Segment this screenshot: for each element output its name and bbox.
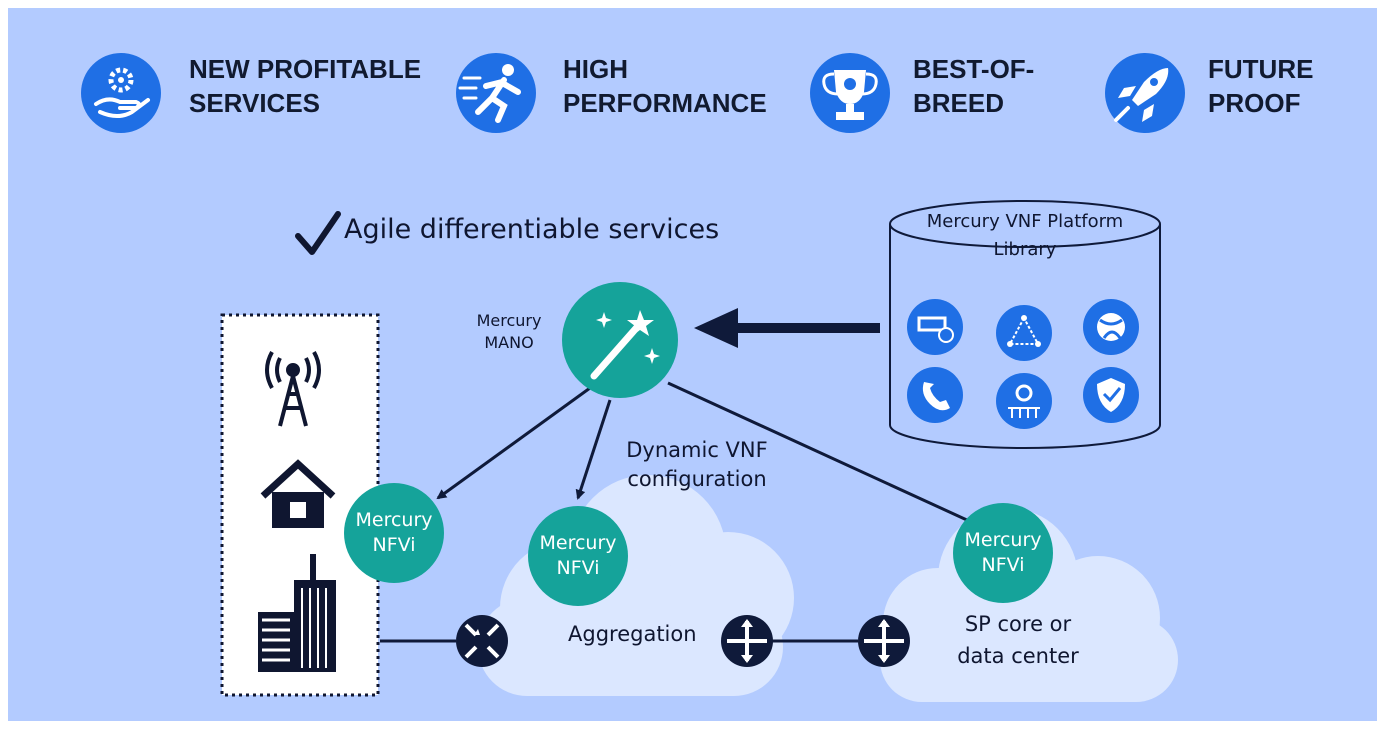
globe-icon: [1083, 299, 1139, 355]
library-title-line2: Library: [993, 239, 1057, 260]
nfvi-line2: NFVi: [981, 554, 1025, 576]
benefit-new-profitable-services: NEW PROFITABLE SERVICES: [189, 52, 421, 120]
router-2-icon: [721, 615, 773, 667]
aggregation-cloud: [478, 475, 794, 696]
check-icon: [295, 211, 341, 255]
nfvi-1-label: Mercury NFVi: [344, 508, 444, 558]
benefit-line1: FUTURE: [1208, 54, 1314, 84]
benefit-line1: HIGH: [563, 54, 628, 84]
trophy-icon: [810, 53, 890, 133]
benefit-future-proof: FUTURE PROOF: [1208, 52, 1313, 120]
shield-icon: [1083, 367, 1139, 423]
tagline: Agile differentiable services: [344, 214, 720, 245]
benefit-line2: SERVICES: [189, 88, 321, 118]
storage-icon: [907, 299, 963, 355]
dynamic-label-line1: Dynamic VNF: [626, 438, 768, 462]
house-icon: [260, 459, 336, 528]
diagram-graphics: [81, 53, 1185, 702]
mano-to-nfvi-2-arrow: [575, 399, 612, 500]
nfvi-line1: Mercury: [539, 532, 617, 554]
library-title-line1: Mercury VNF Platform: [926, 211, 1124, 232]
benefit-high-performance: HIGH PERFORMANCE: [563, 52, 767, 120]
mano-label-line1: Mercury: [476, 311, 542, 330]
mano-to-nfvi-3-arrow: [667, 381, 982, 528]
nfvi-3-circle: [953, 503, 1053, 603]
cell-tower-icon: [265, 351, 321, 427]
nfvi-line2: NFVi: [556, 557, 600, 579]
benefit-line2: PERFORMANCE: [563, 88, 767, 118]
benefit-line1: BEST-OF-: [913, 54, 1035, 84]
search-network-icon: [996, 373, 1052, 429]
phone-icon: [907, 367, 963, 423]
benefit-line2: PROOF: [1208, 88, 1301, 118]
buildings-icon: [258, 554, 336, 672]
mano-label-line2: MANO: [484, 333, 534, 352]
aggregation-label: Aggregation: [568, 622, 697, 646]
mano-to-nfvi-1-arrow: [436, 386, 591, 500]
mano-label: Mercury MANO: [464, 310, 554, 354]
core-label-line1: SP core or: [964, 612, 1072, 636]
library-to-mano-arrowhead: [694, 308, 738, 348]
nfvi-2-circle: [528, 506, 628, 606]
router-1-icon: [456, 615, 508, 667]
hand-gear-icon: [81, 53, 161, 133]
benefit-line2: BREED: [913, 88, 1005, 118]
benefit-best-of-breed: BEST-OF- BREED: [913, 52, 1034, 120]
rocket-icon: [1105, 53, 1185, 133]
diagram-canvas: NEW PROFITABLE SERVICES HIGH PERFORMANCE…: [8, 8, 1377, 721]
magic-wand-icon: [562, 282, 678, 398]
core-label: SP core or data center: [948, 608, 1088, 672]
library-title: Mercury VNF Platform Library: [905, 208, 1145, 264]
nfvi-line1: Mercury: [355, 509, 433, 531]
router-3-icon: [858, 615, 910, 667]
running-person-icon: [456, 53, 536, 133]
nfvi-line1: Mercury: [964, 529, 1042, 551]
dynamic-label-line2: configuration: [627, 467, 767, 491]
nfvi-2-label: Mercury NFVi: [528, 531, 628, 581]
nfvi-3-label: Mercury NFVi: [953, 528, 1053, 578]
core-label-line2: data center: [957, 644, 1079, 668]
nfvi-line2: NFVi: [372, 534, 416, 556]
dynamic-vnf-label: Dynamic VNF configuration: [612, 436, 782, 494]
network-triangle-icon: [996, 305, 1052, 361]
nfvi-1-circle: [344, 483, 444, 583]
benefit-line1: NEW PROFITABLE: [189, 54, 422, 84]
